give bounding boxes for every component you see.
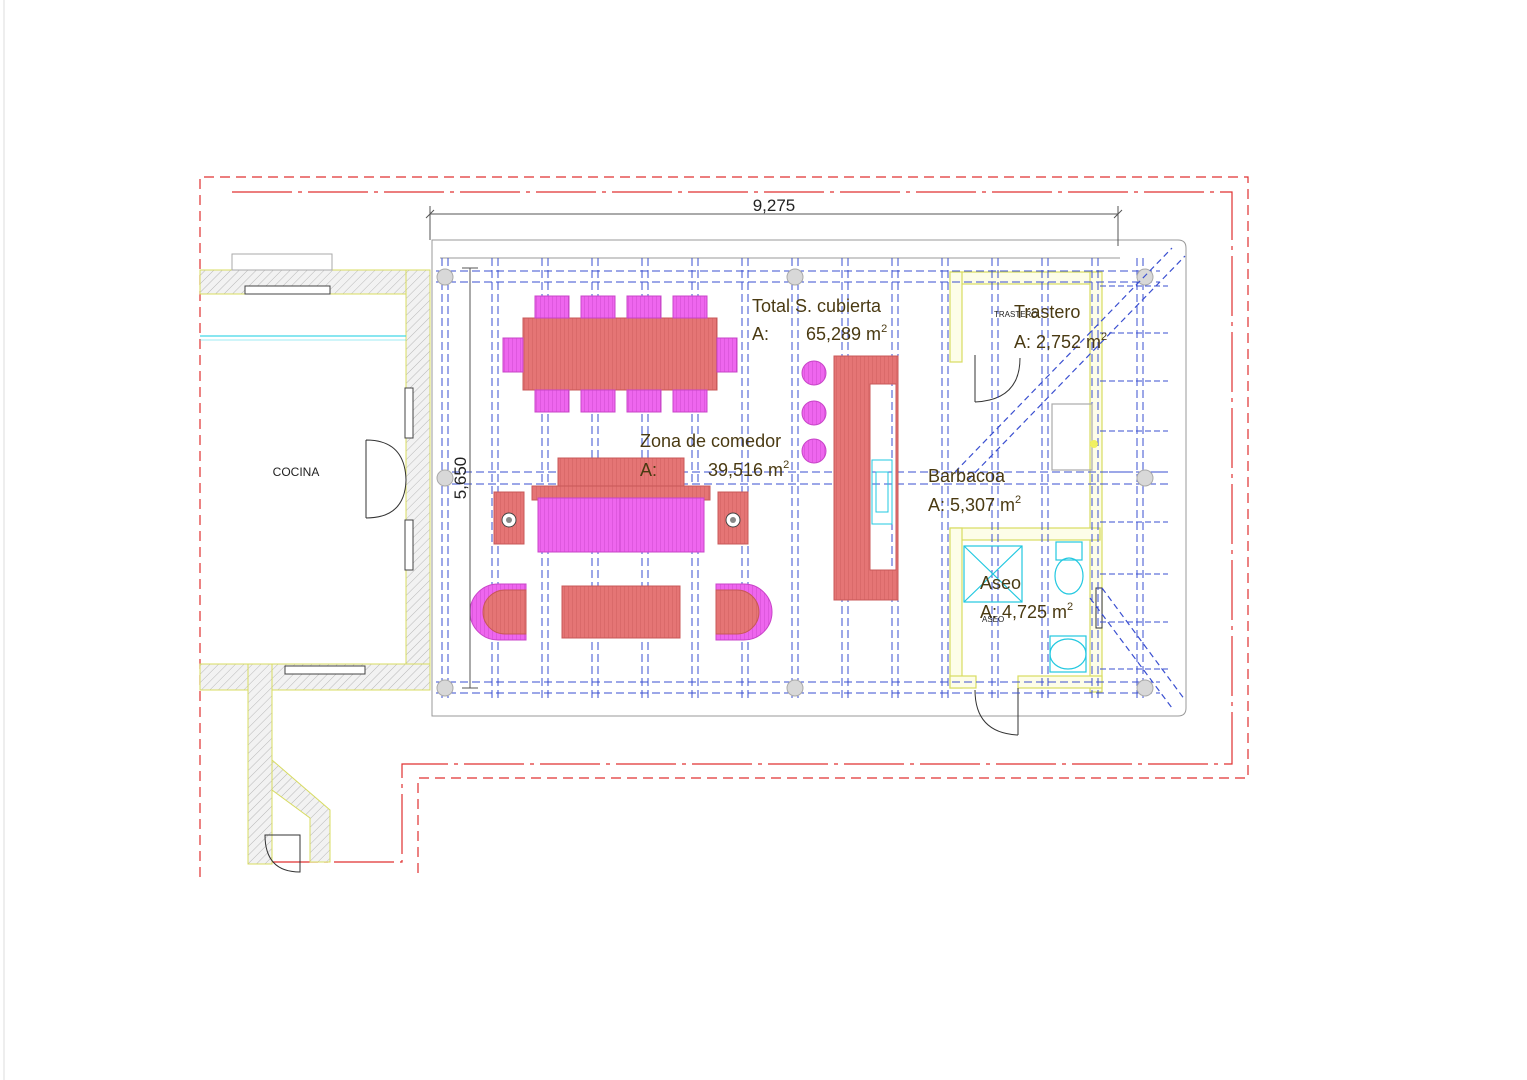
pillar (436, 679, 454, 697)
total-area-prefix: A: (752, 324, 769, 344)
pillar (436, 268, 454, 286)
pillar (786, 679, 804, 697)
total-area-value: 65,289 m2 (806, 323, 887, 344)
dining-chair (534, 295, 570, 319)
dining-chair (502, 337, 524, 373)
barbecue-counter (833, 355, 899, 601)
dining-table (522, 317, 718, 391)
bar-stools (801, 360, 827, 464)
barbecue-title: Barbacoa (928, 466, 1006, 486)
dining-zone-area: 39,516 m2 (708, 459, 789, 480)
light-fixture (1090, 440, 1098, 448)
pillar (1136, 268, 1154, 286)
storage-small-label: TRASTERO (994, 310, 1038, 319)
pergola-outline (431, 239, 1187, 717)
dimension-lines (425, 206, 1123, 689)
dining-chair (534, 389, 570, 413)
pillar (1136, 469, 1154, 487)
dining-zone-title: Zona de comedor (640, 431, 781, 451)
bathroom-fixtures (963, 403, 1093, 673)
diagonal-braces (954, 247, 1186, 709)
dining-chair (580, 389, 616, 413)
total-area-title: Total S. cubierta (752, 296, 882, 316)
pillar (786, 268, 804, 286)
dining-zone-prefix: A: (640, 460, 657, 480)
lounge-set (469, 457, 773, 641)
dining-chairs (502, 295, 738, 413)
dining-chair (716, 337, 738, 373)
dining-chair (626, 389, 662, 413)
kitchen-label: COCINA (273, 465, 320, 479)
service-walls (949, 271, 1103, 693)
pillar (436, 469, 454, 487)
dining-chair (672, 295, 708, 319)
dining-chair (580, 295, 616, 319)
pillar (1136, 679, 1154, 697)
dining-chair (626, 295, 662, 319)
storage-area: A: 2,752 m2 (1014, 331, 1107, 352)
storage-title: Trastero (1014, 302, 1080, 322)
toilet-small-label: ASEO (982, 615, 1004, 624)
height-dimension: 5,650 (451, 457, 470, 500)
dining-set (522, 317, 718, 391)
kitchen-walls (199, 253, 431, 873)
service-doors (974, 355, 1103, 736)
dining-chair (672, 389, 708, 413)
barbecue-area: A: 5,307 m2 (928, 494, 1021, 515)
toilet-area: A: 4,725 m2 (980, 601, 1073, 622)
toilet-title: Aseo (980, 573, 1021, 593)
width-dimension: 9,275 (753, 196, 796, 215)
